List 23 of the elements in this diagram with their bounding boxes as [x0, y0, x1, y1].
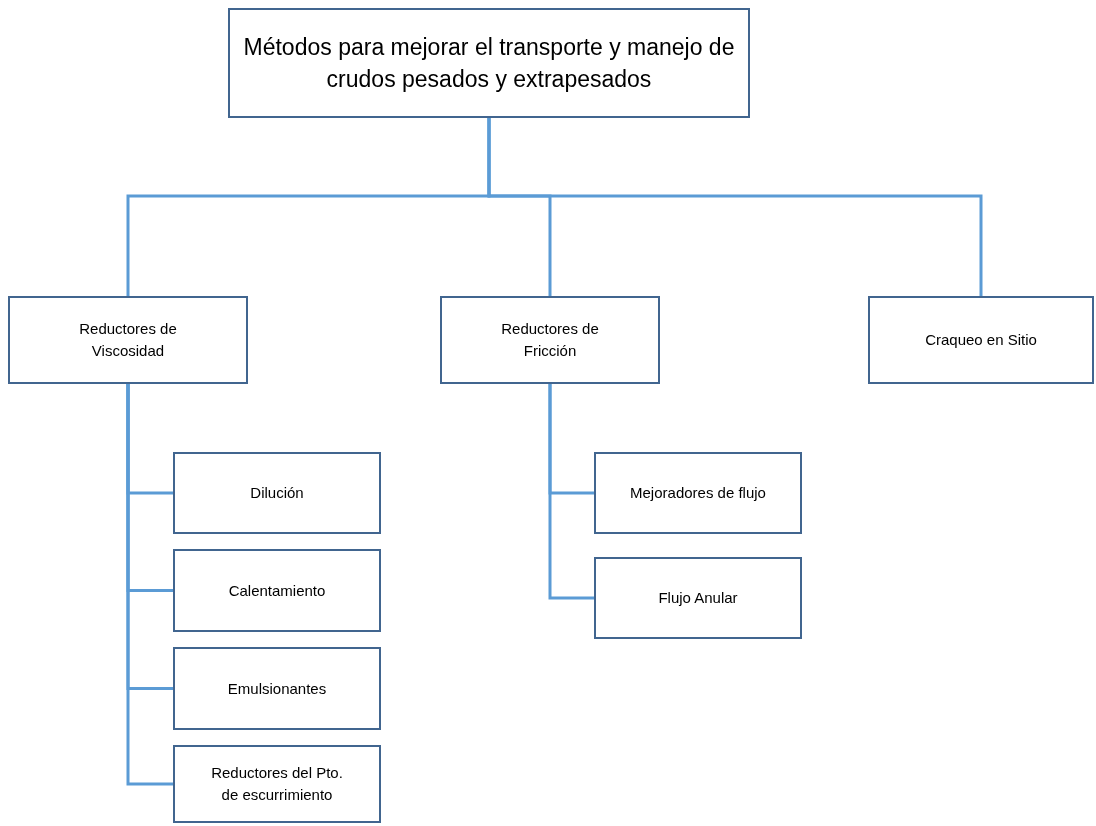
box-label: Reductores de Fricción: [500, 319, 600, 361]
process-box: [594, 557, 802, 639]
box-label: Calentamiento: [228, 580, 326, 601]
process-box: [440, 296, 660, 384]
process-box: [173, 745, 381, 823]
connector-line: [487, 118, 983, 296]
process-box: [594, 452, 802, 534]
process-box: [8, 296, 248, 384]
box-label: Reductores de Viscosidad: [78, 319, 178, 361]
box-label: Emulsionantes: [227, 678, 327, 699]
connector-line: [126, 384, 173, 786]
process-box: [228, 8, 750, 118]
connector-line: [548, 384, 594, 600]
box-label: Craqueo en Sitio: [925, 330, 1037, 350]
box-label: Dilución: [250, 483, 304, 503]
process-box: [173, 647, 381, 730]
box-label: Mejoradores de flujo: [630, 483, 766, 503]
box-label: Flujo Anular: [658, 588, 738, 608]
box-label: Métodos para mejorar el transporte y manejo de crudos pesados y extrapesados: [242, 33, 736, 94]
process-box: [868, 296, 1094, 384]
box-label: Reductores del Pto. de escurrimiento: [210, 763, 344, 805]
process-box: [173, 549, 381, 632]
process-box: [173, 452, 381, 534]
